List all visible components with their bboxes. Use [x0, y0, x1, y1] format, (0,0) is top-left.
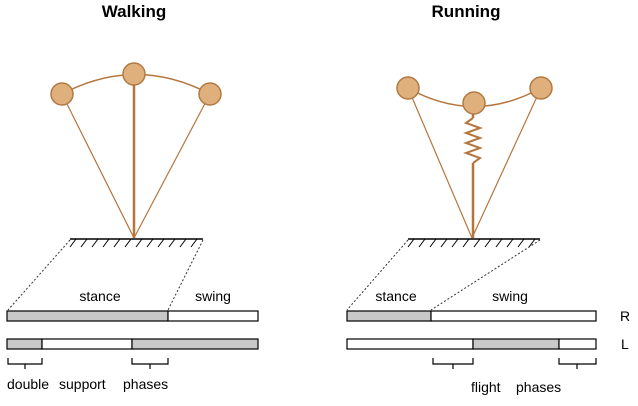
leg-label-right: R — [620, 308, 630, 324]
running-spring-leg — [463, 112, 483, 238]
running-leg-front — [471, 87, 542, 239]
running-panel: Running — [346, 2, 630, 395]
walking-stance-label: stance — [79, 288, 120, 304]
running-stance-label: stance — [375, 288, 416, 304]
leg-label-left: L — [621, 336, 629, 352]
walking-brace-2 — [131, 358, 169, 369]
running-brace-1 — [432, 358, 474, 369]
walking-phases-label-2: support — [59, 376, 106, 392]
running-mass-front — [529, 76, 553, 100]
running-r-swing-bar — [430, 310, 597, 322]
walking-mass-back — [50, 82, 74, 106]
walking-leg-front — [133, 93, 211, 239]
walking-r-swing-bar — [167, 310, 259, 322]
running-l-swing-bar-1 — [346, 338, 474, 350]
walking-projection-right — [167, 239, 204, 311]
running-title: Running — [432, 2, 501, 21]
walking-swing-label: swing — [195, 288, 231, 304]
running-r-stance-bar — [346, 310, 432, 322]
walking-phases-label-1: double — [7, 376, 49, 392]
walking-title: Walking — [102, 2, 167, 21]
walking-projection-left — [7, 239, 71, 311]
walking-r-stance-bar — [6, 310, 169, 322]
running-phases-label-1: flight — [471, 379, 501, 395]
walking-l-swing-bar — [41, 338, 133, 350]
running-ground — [407, 238, 540, 248]
running-projection-left — [346, 239, 409, 311]
running-leg-back — [407, 87, 473, 239]
running-projection-right — [430, 239, 541, 311]
running-l-stance-bar — [472, 338, 560, 350]
running-brace-2 — [558, 358, 597, 369]
walking-mass-front — [198, 82, 222, 106]
walking-l-stance-bar-2 — [131, 338, 259, 350]
walking-ground — [69, 238, 203, 248]
walking-brace-1 — [7, 358, 43, 369]
running-mass-mid — [462, 91, 486, 115]
walking-phases-label-3: phases — [123, 376, 168, 392]
running-mass-back — [396, 76, 420, 100]
walking-l-stance-bar-1 — [6, 338, 43, 350]
walking-mass-top — [122, 62, 146, 86]
running-swing-label: swing — [492, 288, 528, 304]
running-l-swing-bar-2 — [558, 338, 597, 350]
walking-leg-back — [61, 93, 135, 239]
walking-panel: Walking stance swi — [6, 2, 259, 392]
running-phases-label-2: phases — [516, 379, 561, 395]
